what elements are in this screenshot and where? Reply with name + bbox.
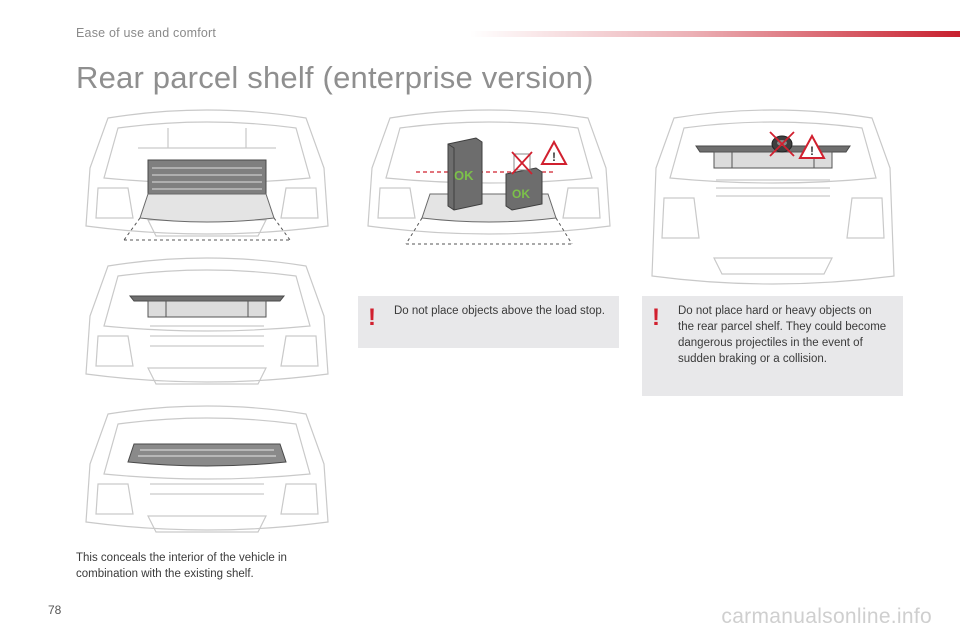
car-rear-shelf-folded-icon	[78, 404, 336, 544]
warning-text: Do not place hard or heavy objects on th…	[678, 305, 887, 365]
warning-exclamation-icon: !	[652, 304, 660, 331]
warning-note-heavy-objects: ! Do not place hard or heavy objects on …	[642, 296, 903, 396]
svg-text:!: !	[552, 150, 556, 164]
watermark: carmanualsonline.info	[721, 605, 932, 628]
ok-label-1: OK	[454, 168, 474, 183]
section-label: Ease of use and comfort	[76, 26, 217, 40]
page-title: Rear parcel shelf (enterprise version)	[76, 60, 594, 95]
warning-text: Do not place objects above the load stop…	[394, 305, 605, 317]
warning-note-load-stop: ! Do not place objects above the load st…	[358, 296, 619, 348]
svg-text:!: !	[810, 144, 814, 158]
header-accent-bar	[470, 31, 960, 37]
car-rear-shelf-raised-icon	[78, 108, 336, 248]
warning-exclamation-icon: !	[368, 304, 376, 331]
car-load-stop-icon: OK OK !	[360, 108, 618, 248]
car-rear-shelf-level-icon	[78, 256, 336, 396]
page-number: 78	[48, 603, 62, 617]
ok-label-2: OK	[512, 187, 530, 201]
shelf-caption: This conceals the interior of the vehicl…	[76, 552, 287, 580]
car-heavy-object-icon: !	[644, 108, 902, 286]
